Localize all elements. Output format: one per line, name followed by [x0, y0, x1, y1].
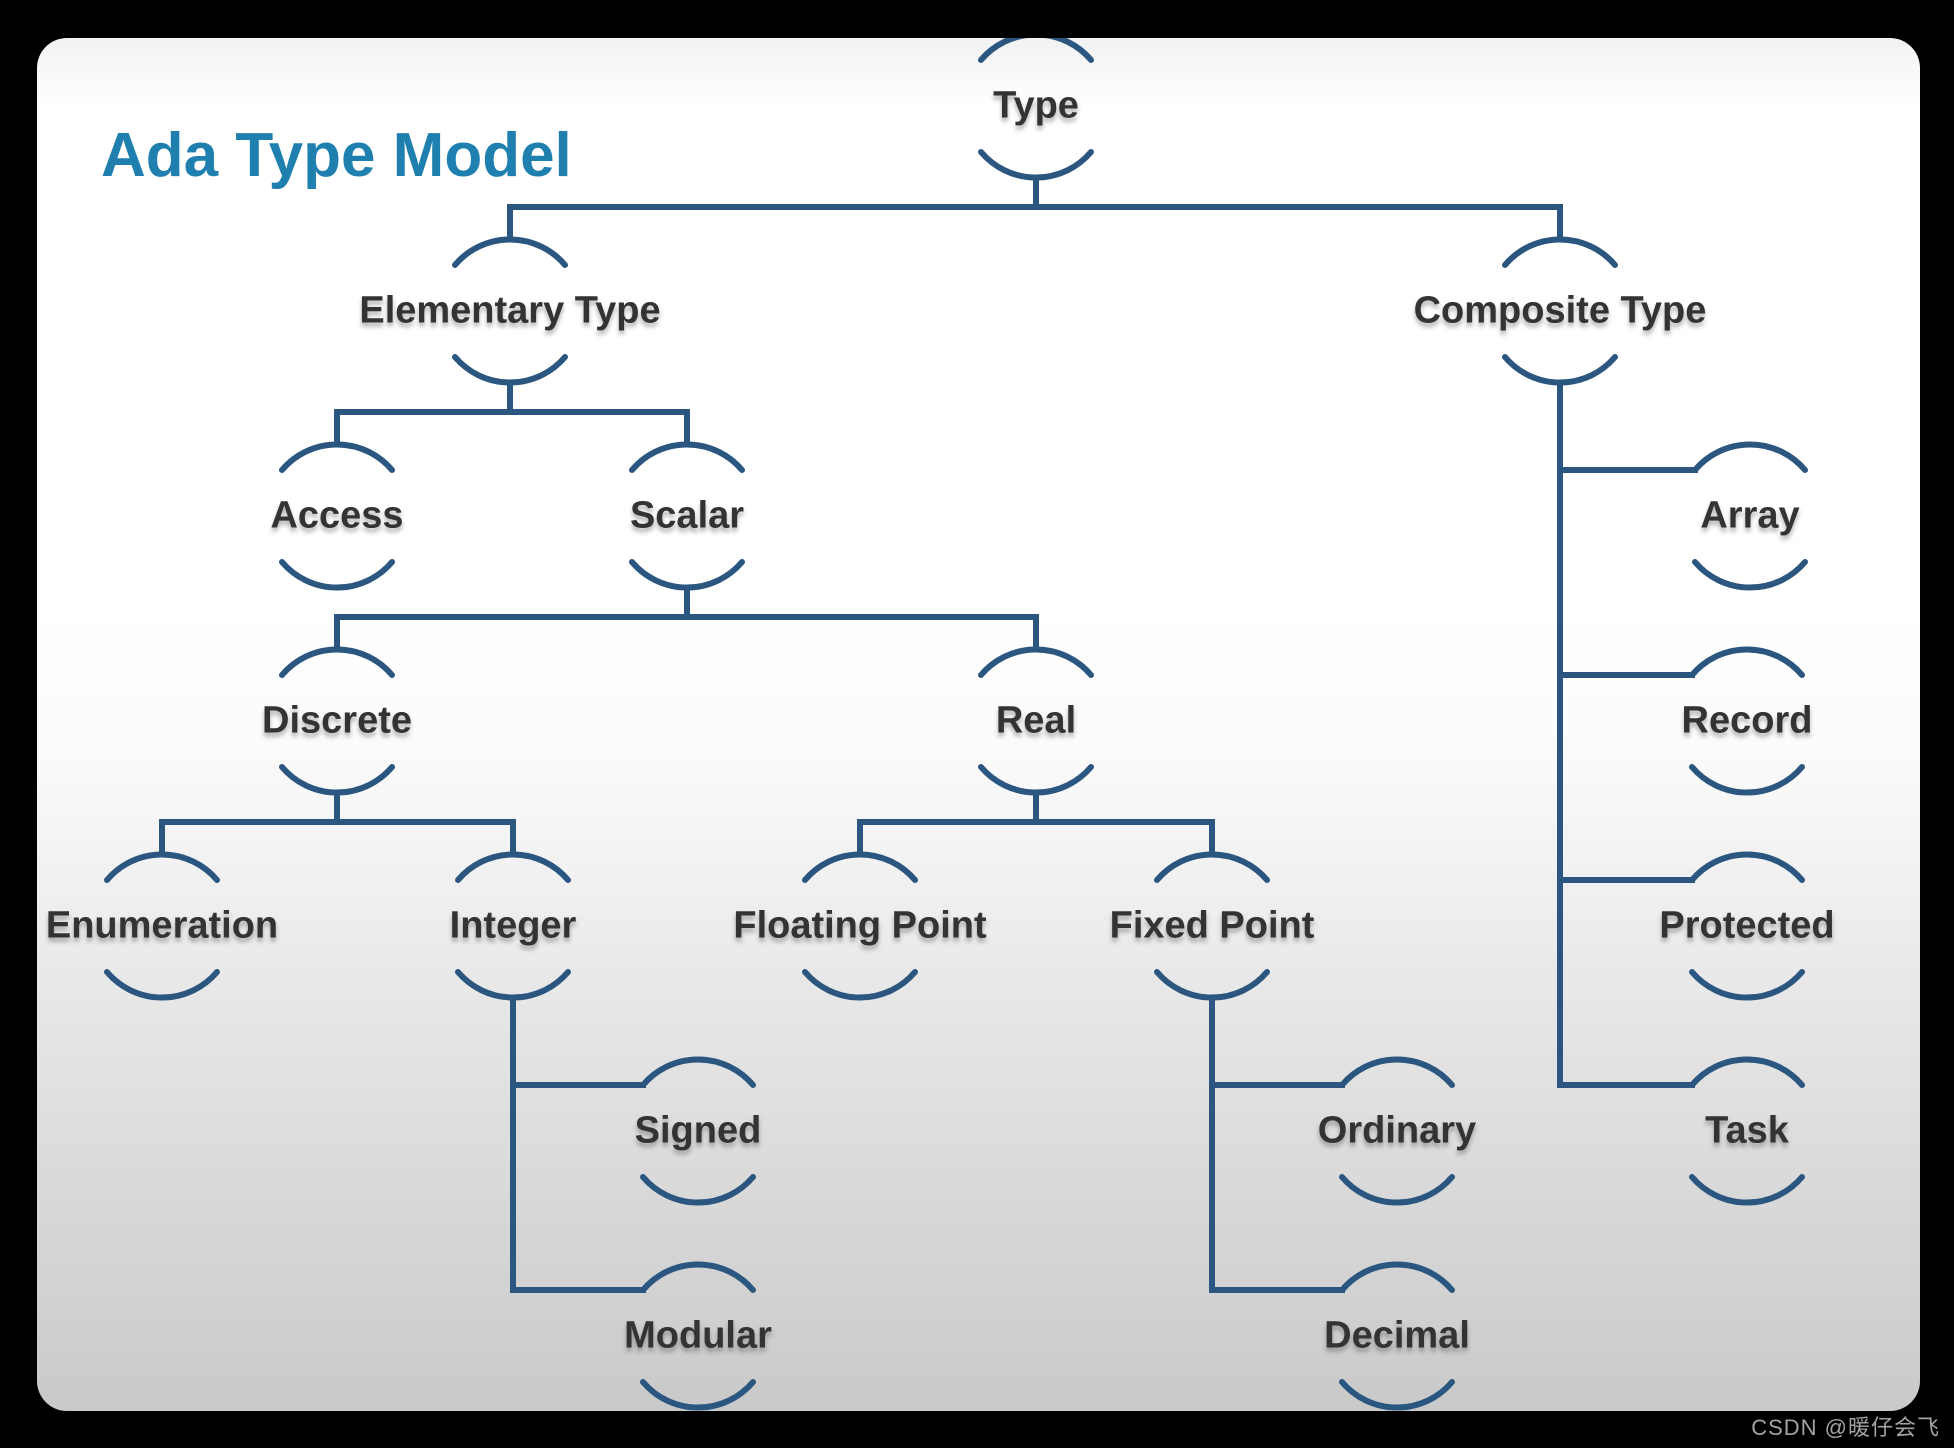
node-label-protected: Protected: [1659, 904, 1835, 947]
node-bottom-arc-decimal: [1339, 1379, 1455, 1411]
node-bottom-arc-modular: [640, 1379, 756, 1411]
node-bottom-arc-real: [978, 764, 1094, 796]
node-top-arc-record: [1689, 646, 1805, 678]
node-label-discrete: Discrete: [262, 699, 412, 742]
node-bottom-arc-floating-point: [802, 969, 918, 1001]
node-label-signed: Signed: [634, 1109, 762, 1152]
node-top-arc-decimal: [1339, 1261, 1455, 1293]
node-label-real: Real: [995, 699, 1077, 742]
node-label-enumeration: Enumeration: [45, 904, 279, 947]
node-top-arc-type: [978, 38, 1094, 63]
node-bottom-arc-elementary-type: [452, 354, 568, 386]
node-top-arc-real: [978, 646, 1094, 678]
watermark: CSDN @暖仔会飞: [1751, 1415, 1940, 1440]
node-label-fixed-point: Fixed Point: [1109, 904, 1315, 947]
node-top-arc-modular: [640, 1261, 756, 1293]
type-tree-diagram: [104, 38, 1808, 1411]
node-label-modular: Modular: [624, 1314, 772, 1357]
node-bottom-arc-integer: [455, 969, 571, 1001]
node-top-arc-protected: [1689, 851, 1805, 883]
node-top-arc-integer: [455, 851, 571, 883]
node-label-task: Task: [1705, 1109, 1789, 1152]
node-top-arc-ordinary: [1339, 1056, 1455, 1088]
node-bottom-arc-protected: [1689, 969, 1805, 1001]
node-label-elementary-type: Elementary Type: [359, 289, 661, 332]
node-bottom-arc-signed: [640, 1174, 756, 1206]
node-label-scalar: Scalar: [629, 494, 745, 537]
node-bottom-arc-scalar: [629, 559, 745, 591]
node-label-decimal: Decimal: [1324, 1314, 1470, 1357]
node-bottom-arc-type: [978, 149, 1094, 181]
node-label-composite-type: Composite Type: [1413, 289, 1707, 332]
node-label-floating-point: Floating Point: [733, 904, 987, 947]
node-label-ordinary: Ordinary: [1317, 1109, 1477, 1152]
node-bottom-arc-fixed-point: [1154, 969, 1270, 1001]
node-label-access: Access: [270, 494, 404, 537]
node-bottom-arc-access: [279, 559, 395, 591]
node-bottom-arc-enumeration: [104, 969, 220, 1001]
node-top-arc-elementary-type: [452, 236, 568, 268]
node-label-type: Type: [993, 84, 1079, 127]
node-label-integer: Integer: [449, 904, 577, 947]
node-top-arc-composite-type: [1502, 236, 1618, 268]
node-top-arc-fixed-point: [1154, 851, 1270, 883]
node-bottom-arc-array: [1692, 559, 1808, 591]
node-bottom-arc-task: [1689, 1174, 1805, 1206]
node-top-arc-floating-point: [802, 851, 918, 883]
node-bottom-arc-ordinary: [1339, 1174, 1455, 1206]
node-label-array: Array: [1700, 494, 1800, 537]
node-top-arc-enumeration: [104, 851, 220, 883]
page-title: Ada Type Model: [101, 120, 572, 190]
node-bottom-arc-record: [1689, 764, 1805, 796]
node-top-arc-task: [1689, 1056, 1805, 1088]
node-bottom-arc-composite-type: [1502, 354, 1618, 386]
node-bottom-arc-discrete: [279, 764, 395, 796]
node-label-record: Record: [1681, 699, 1813, 742]
node-top-arc-access: [279, 441, 395, 473]
node-arcs: [104, 38, 1808, 1411]
node-top-arc-signed: [640, 1056, 756, 1088]
tree-connectors: [159, 175, 1698, 1293]
node-top-arc-discrete: [279, 646, 395, 678]
node-top-arc-scalar: [629, 441, 745, 473]
node-top-arc-array: [1692, 441, 1808, 473]
